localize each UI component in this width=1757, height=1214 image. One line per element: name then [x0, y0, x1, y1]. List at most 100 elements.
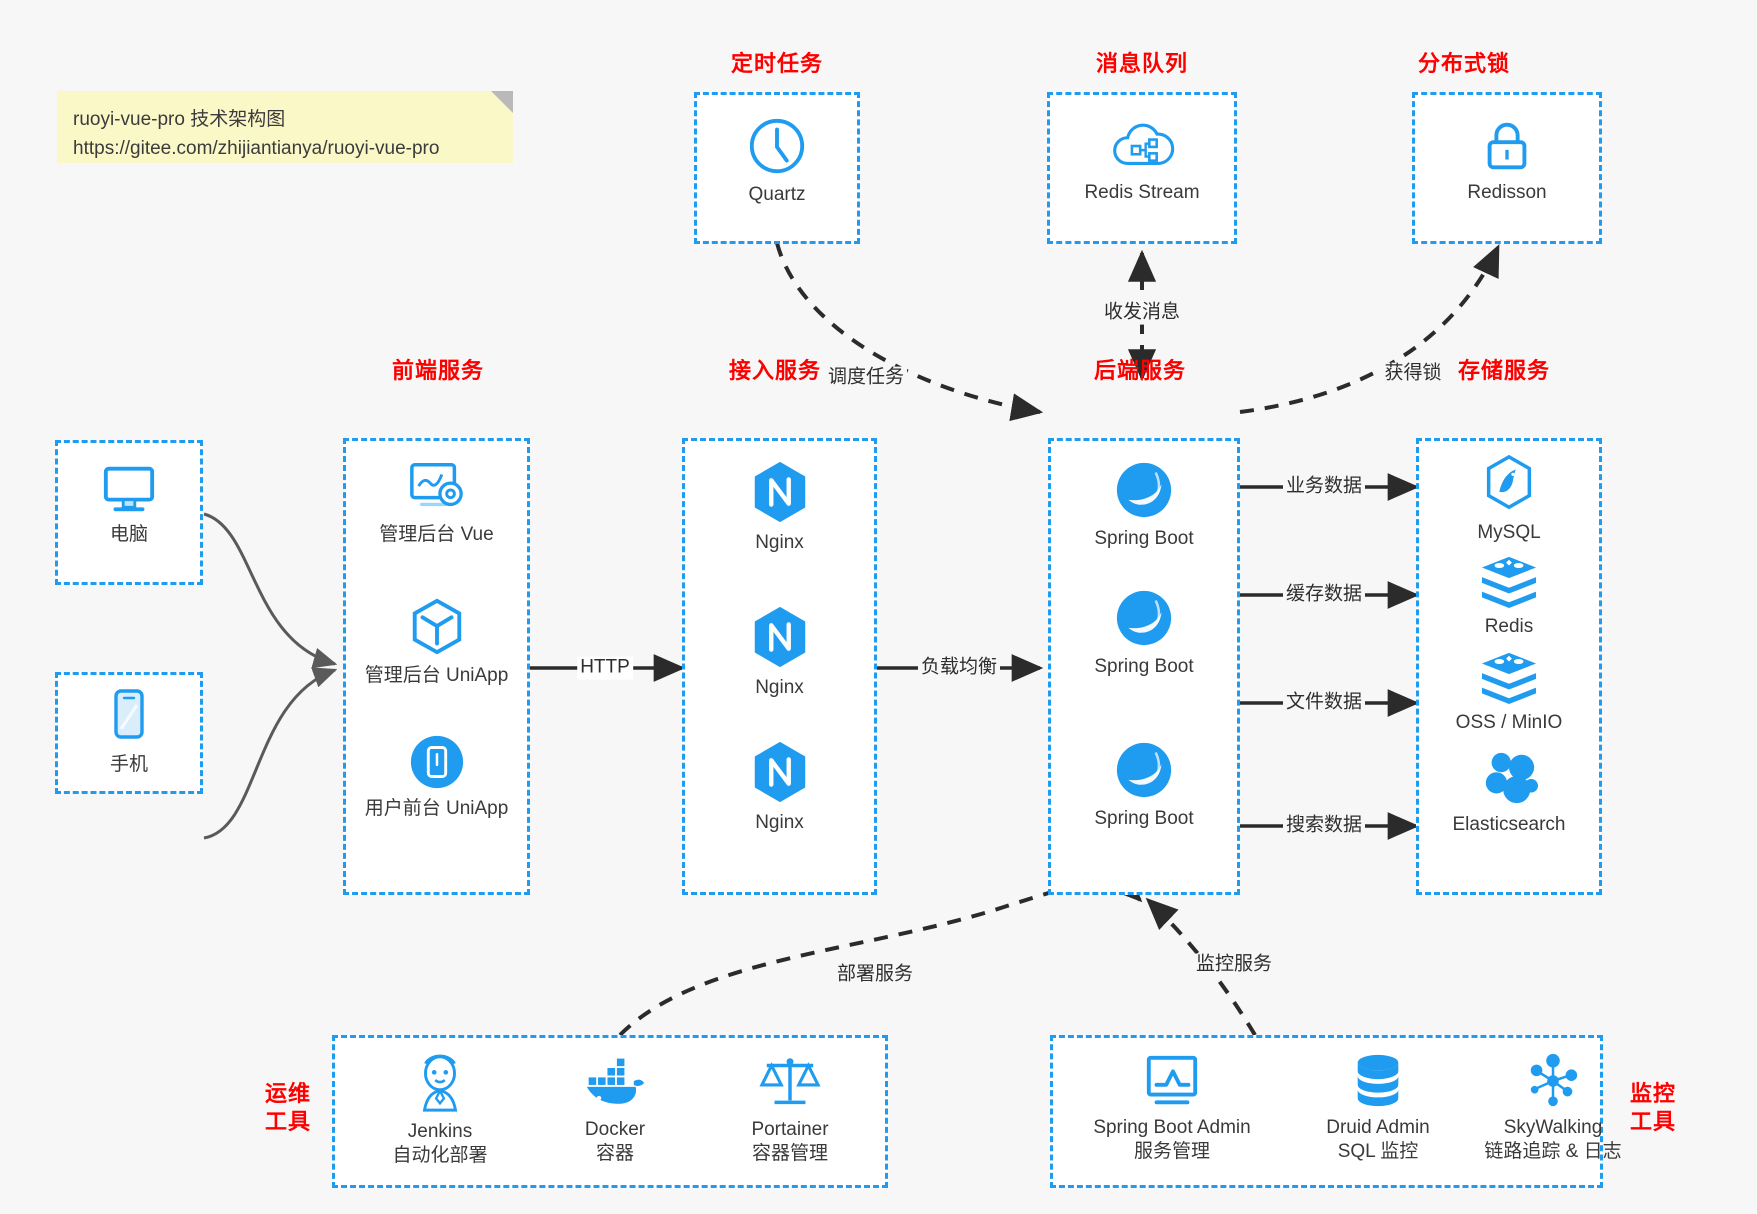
group-title-message-queue: 消息队列 [1095, 51, 1188, 76]
node-sublabel: 自动化部署 [392, 1144, 488, 1166]
node-label: Spring Boot [1094, 528, 1194, 549]
group-title-scheduled-task: 定时任务 [730, 51, 823, 76]
node-label: Portainer [751, 1119, 829, 1140]
edge-label-acquire-lock: 获得锁 [1381, 362, 1445, 386]
edge-label-cache-data: 缓存数据 [1282, 583, 1366, 607]
edge-label-load-balance: 负载均衡 [917, 656, 1001, 680]
group-box-message-queue: Redis Stream [1047, 92, 1237, 244]
node-jenkins[interactable]: Jenkins 自动化部署 [355, 1052, 525, 1168]
dashboard-settings-icon [406, 459, 468, 517]
node-nginx-3[interactable]: Nginx [685, 739, 874, 835]
node-label: SkyWalking [1503, 1117, 1603, 1138]
node-label: 电脑 [109, 524, 148, 545]
lock-icon [1478, 117, 1536, 175]
node-spring-boot-admin[interactable]: Spring Boot Admin 服务管理 [1063, 1052, 1281, 1164]
node-label: Spring Boot Admin [1093, 1117, 1251, 1138]
edge-label-file-data: 文件数据 [1282, 691, 1366, 715]
monitoring-title-line1: 监控 [1629, 1081, 1676, 1106]
group-title-gateway: 接入服务 [728, 358, 821, 383]
group-title-backend: 后端服务 [1093, 358, 1186, 383]
group-box-storage: MySQL Redis [1416, 438, 1602, 895]
clock-icon [746, 115, 808, 177]
group-box-frontend: 管理后台 Vue 管理后台 UniApp 用户前台 UniApp [343, 438, 530, 895]
group-box-phone-client: 手机 [55, 672, 203, 794]
desktop-icon [98, 461, 160, 517]
edge-label-business-data: 业务数据 [1282, 475, 1366, 499]
edge-deploy-service [618, 869, 1143, 1037]
cloud-stream-icon [1109, 117, 1175, 175]
node-elasticsearch[interactable]: Elasticsearch [1419, 749, 1599, 837]
group-box-gateway: Nginx Nginx Nginx [682, 438, 877, 895]
edge-label-search-data: 搜索数据 [1282, 814, 1366, 838]
node-label: Druid Admin [1326, 1117, 1430, 1138]
redis-icon [1478, 553, 1540, 609]
node-label: OSS / MinIO [1455, 712, 1563, 733]
node-user-uniapp[interactable]: 用户前台 UniApp [346, 733, 527, 821]
node-sublabel: 链路追踪 & 日志 [1484, 1140, 1622, 1162]
node-label: 管理后台 Vue [379, 524, 494, 545]
node-label: Docker [584, 1119, 646, 1140]
node-nginx-2[interactable]: Nginx [685, 604, 874, 700]
node-spring-boot-2[interactable]: Spring Boot [1051, 587, 1237, 679]
node-mysql[interactable]: MySQL [1419, 453, 1599, 545]
node-sublabel: 服务管理 [1133, 1140, 1210, 1162]
edge-label-send-recv-msg: 收发消息 [1100, 301, 1184, 325]
edge-desktop-to-frontend [203, 512, 338, 669]
skywalking-icon [1522, 1052, 1584, 1110]
node-desktop[interactable]: 电脑 [58, 461, 200, 547]
spring-boot-icon [1113, 587, 1175, 649]
node-nginx-1[interactable]: Nginx [685, 459, 874, 555]
nginx-icon [749, 739, 811, 805]
node-sublabel: SQL 监控 [1337, 1140, 1419, 1162]
node-spring-boot-1[interactable]: Spring Boot [1051, 459, 1237, 551]
node-redis[interactable]: Redis [1419, 553, 1599, 639]
node-druid-admin[interactable]: Druid Admin SQL 监控 [1293, 1052, 1463, 1164]
nginx-icon [749, 604, 811, 670]
cube-icon [407, 596, 467, 658]
edge-label-http: HTTP [577, 656, 633, 680]
node-label: Elasticsearch [1452, 814, 1566, 835]
node-admin-uniapp[interactable]: 管理后台 UniApp [346, 596, 527, 688]
nginx-icon [749, 459, 811, 525]
node-spring-boot-3[interactable]: Spring Boot [1051, 739, 1237, 831]
edge-schedule-task [775, 242, 1044, 422]
node-label: 用户前台 UniApp [364, 798, 509, 819]
devops-title-line1: 运维 [264, 1081, 311, 1106]
node-sublabel: 容器 [595, 1142, 634, 1164]
group-title-frontend: 前端服务 [391, 358, 484, 383]
node-label: 管理后台 UniApp [364, 665, 509, 686]
mobile-app-icon [408, 733, 466, 791]
node-phone[interactable]: 手机 [58, 687, 200, 777]
monitoring-title-line2: 工具 [1629, 1108, 1676, 1134]
edge-label-monitor-service: 监控服务 [1192, 953, 1276, 977]
database-icon [1349, 1052, 1407, 1110]
note-line-title: ruoyi-vue-pro 技术架构图 [73, 109, 286, 130]
node-redis-stream[interactable]: Redis Stream [1050, 117, 1234, 205]
elasticsearch-icon [1478, 749, 1540, 807]
group-box-desktop-client: 电脑 [55, 440, 203, 585]
node-quartz[interactable]: Quartz [697, 115, 857, 207]
node-oss-minio[interactable]: OSS / MinIO [1419, 649, 1599, 735]
jenkins-icon [411, 1052, 469, 1114]
node-docker[interactable]: Docker 容器 [530, 1056, 700, 1166]
note-line-url: https://gitee.com/zhijiantianya/ruoyi-vu… [73, 138, 440, 160]
node-admin-vue[interactable]: 管理后台 Vue [346, 459, 527, 547]
spring-boot-icon [1113, 739, 1175, 801]
docker-icon [583, 1056, 647, 1112]
node-sublabel: 容器管理 [751, 1142, 828, 1164]
node-label: Nginx [755, 812, 804, 833]
group-title-storage: 存储服务 [1457, 358, 1550, 383]
node-redisson[interactable]: Redisson [1415, 117, 1599, 205]
spring-boot-icon [1113, 459, 1175, 521]
group-box-devops: Jenkins 自动化部署 Docker 容器 [332, 1035, 888, 1188]
node-label: Spring Boot [1094, 808, 1194, 829]
node-portainer[interactable]: Portainer 容器管理 [705, 1052, 875, 1166]
edge-label-deploy-service: 部署服务 [833, 963, 917, 987]
node-label: Nginx [755, 677, 804, 698]
mysql-icon [1480, 453, 1538, 515]
node-label: Spring Boot [1094, 656, 1194, 677]
phone-icon [107, 687, 151, 747]
monitor-chart-icon [1141, 1052, 1203, 1110]
node-skywalking[interactable]: SkyWalking 链路追踪 & 日志 [1443, 1052, 1663, 1164]
